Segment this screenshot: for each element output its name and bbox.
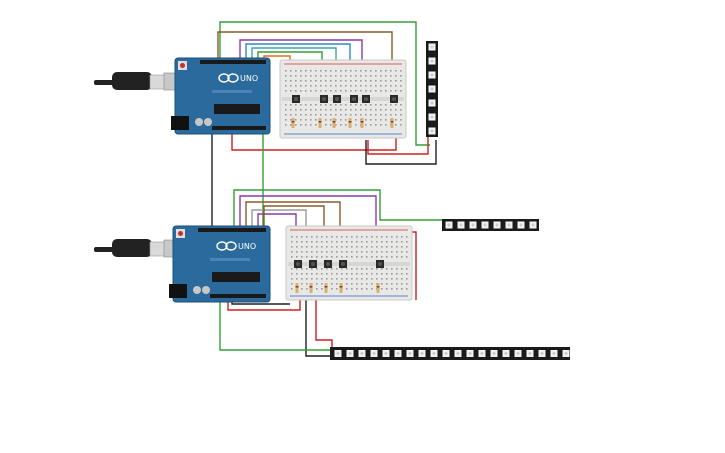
resistor: [332, 118, 336, 128]
wire-red-top: [231, 134, 397, 151]
resistors: [291, 118, 394, 128]
wire-green-top: [219, 21, 430, 146]
usb-cable-top: [94, 72, 183, 91]
resistor: [291, 118, 295, 128]
wire-green-bottom: [233, 189, 444, 226]
neopixel-strip-short[interactable]: [442, 219, 539, 231]
breadboard-holes: [285, 70, 402, 126]
usb-cable-bottom: [94, 239, 183, 258]
neopixel-strip-long[interactable]: [330, 347, 570, 360]
resistor: [309, 283, 313, 293]
wire-brown-top: [217, 31, 393, 80]
wire-purple-bottom: [239, 195, 377, 236]
arduino-infinity-logo-icon: [218, 73, 239, 83]
wire-black-top: [365, 140, 437, 165]
wire-gray-bottom: [251, 209, 307, 236]
arduino-infinity-logo-icon: [216, 241, 237, 251]
arduino-uno-board-bottom[interactable]: UNO: [169, 225, 271, 303]
resistors: [295, 283, 380, 293]
resistor: [318, 118, 322, 128]
wire-brown-bottom: [245, 201, 341, 236]
neopixel-strip-vertical[interactable]: [426, 41, 438, 137]
resistor: [390, 118, 394, 128]
resistor: [348, 118, 352, 128]
wire-red-top-2: [367, 132, 429, 155]
wires-bottom-circuit: [219, 189, 444, 357]
push-buttons: [292, 95, 398, 103]
wire-black-strip: [305, 290, 330, 357]
wire-purple-bottom-2: [257, 213, 297, 236]
arduino-label-top: UNO: [240, 74, 258, 83]
wire-red-strip: [315, 290, 333, 352]
resistor: [295, 283, 299, 293]
resistor: [360, 118, 364, 128]
resistor: [324, 283, 328, 293]
breadboard-bottom[interactable]: [285, 225, 413, 301]
resistor: [339, 283, 343, 293]
wire-green-strip: [219, 300, 330, 351]
push-buttons: [294, 260, 384, 268]
arduino-label-bottom: UNO: [238, 242, 256, 251]
arduino-uno-board-top[interactable]: UNO: [171, 57, 271, 135]
breadboard-top[interactable]: [279, 59, 407, 139]
wire-brown-bottom-2: [263, 205, 325, 236]
resistor: [376, 283, 380, 293]
